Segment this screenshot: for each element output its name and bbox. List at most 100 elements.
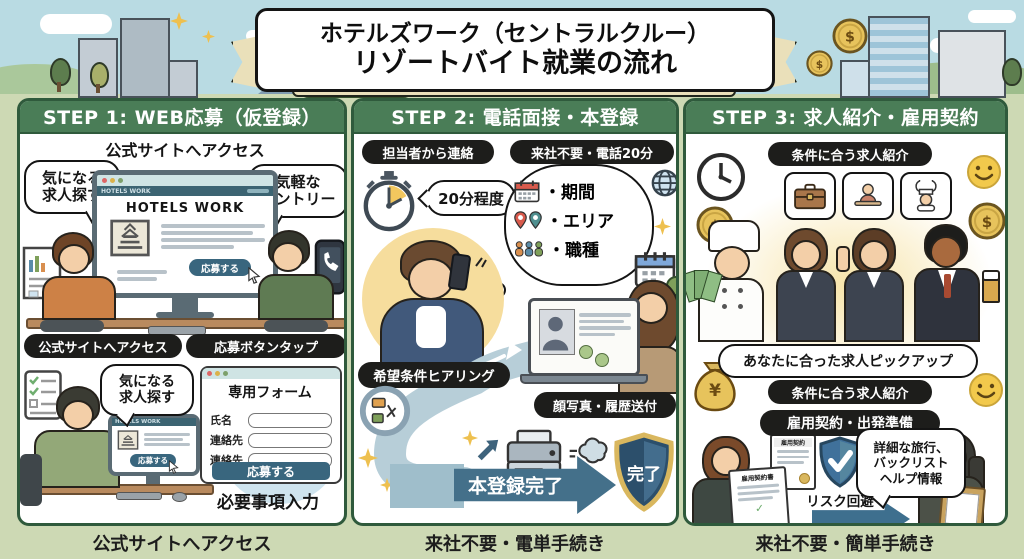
coat-button: [722, 304, 727, 309]
bag-symbol: ¥: [709, 381, 721, 401]
form-field-name: 氏名: [210, 414, 232, 427]
contract-paper: 雇用契約書 ✓: [727, 466, 791, 523]
monitor-base: [156, 312, 214, 318]
sparkle-icon: [358, 448, 378, 468]
step1-header: STEP 1: WEB応募（仮登録）: [20, 101, 344, 134]
entry-form-window: 専用フォーム 氏名 連絡先 連絡先 応募する: [200, 366, 342, 484]
pointing-hand: [836, 246, 850, 272]
cloud: [968, 10, 1016, 23]
seal-dot: [799, 473, 810, 484]
building: [168, 60, 198, 98]
arrow-label: 本登録完了: [468, 475, 564, 498]
checklist-icon: [24, 370, 62, 420]
hill: [0, 64, 90, 94]
desktop-monitor: HOTELS WORK HOTELS WORK 応募する: [92, 170, 278, 298]
step2-footer: 来社不要・電単手続き: [425, 534, 605, 555]
complete-shield: 完了: [612, 432, 676, 514]
laptop-screen: [528, 298, 640, 376]
browser-navbar: HOTELS WORK: [97, 186, 273, 196]
site-heading: HOTELS WORK: [125, 201, 245, 216]
coat-button: [738, 304, 743, 309]
title-banner: ホテルズワーク（セントラルクルー） リゾートバイト就業の流れ: [255, 8, 775, 92]
contract-card-title: 雇用契約: [774, 438, 812, 447]
chef-icon: [915, 180, 937, 212]
step3-footer: 来社不要・簡単手続き: [755, 534, 936, 555]
step1-panel: STEP 1: WEB応募（仮登録） 公式サイトへアクセス 気になる 求人探す …: [17, 98, 347, 526]
castle-photo-icon: [109, 219, 151, 257]
globe-icon: [650, 168, 676, 198]
keyboard: [148, 326, 206, 335]
job-bubble-cook: [900, 172, 952, 220]
building: [938, 30, 1006, 98]
laptop-base: [520, 374, 648, 384]
map-pin-icons: [514, 210, 542, 229]
pill-job-intro: 条件に合う求人紹介: [768, 142, 932, 166]
mouse: [172, 492, 187, 502]
step2-panel: STEP 2: 電話面接・本登録 担当者から連絡 来社不要・電話20分 20分程…: [351, 98, 679, 526]
keyboard2: [116, 492, 162, 500]
dollar-coin-icon: $: [806, 50, 833, 77]
mini-apply-button[interactable]: 応募する: [130, 454, 176, 467]
diagram-circle-icon: [358, 384, 412, 438]
building-small: [840, 60, 870, 98]
coat-button: [722, 288, 727, 293]
sparkle-icon: [380, 478, 394, 492]
pill-pickup: あなたに合った求人ピックアップ: [718, 344, 978, 378]
step2-header: STEP 2: 電話面接・本登録: [354, 101, 676, 134]
form-input-name[interactable]: [248, 412, 332, 428]
calendar-blue-icon: [634, 250, 676, 288]
step3-panel: STEP 3: 求人紹介・雇用契約 条件に合う求人紹介 $ $: [683, 98, 1008, 526]
svg-text:$: $: [845, 30, 855, 46]
pill-photo-resume: 顔写真・履歴送付: [534, 392, 676, 418]
people-group-icon: [514, 240, 544, 257]
tree-trunk: [96, 84, 100, 93]
step1-footer: 公式サイトへアクセス: [92, 534, 272, 555]
step1-caption-top: 公式サイトへアクセス: [105, 141, 265, 160]
think-item-jobtype: ・職種: [548, 241, 599, 261]
bubble-info: 詳細な旅行、 バックリスト ヘルプ情報: [856, 428, 966, 498]
form-title: 専用フォーム: [228, 385, 312, 401]
mini-navbar: HOTELS WORK: [112, 418, 196, 426]
mini-monitor: HOTELS WORK 応募する: [108, 414, 200, 476]
form-apply-button[interactable]: 応募する: [212, 462, 330, 480]
pill-phone-20min: 来社不要・電話20分: [510, 140, 674, 164]
form-top-bar: [202, 368, 340, 379]
job-bubble-service: [842, 172, 894, 220]
site-text-lines: [117, 267, 167, 284]
cursor-pointer-icon: [247, 267, 261, 284]
title-line2: リゾートバイト就業の流れ: [353, 47, 677, 79]
svg-text:$: $: [816, 58, 823, 71]
form-input-contact1[interactable]: [248, 432, 332, 448]
caption-form-input: 必要事項入力: [217, 493, 319, 513]
pill-site-access: 公式サイトへアクセス: [24, 334, 182, 358]
think-item-area: ・エリア: [546, 212, 614, 232]
tie: [944, 274, 951, 298]
shield-label: 完了: [627, 465, 661, 485]
speech-lines: [474, 252, 490, 268]
monitor-stand: [172, 298, 198, 312]
svg-text:$: $: [982, 213, 992, 231]
tree-trunk: [57, 82, 61, 92]
bubble-20min: 20分程度: [426, 180, 516, 216]
contract-paper-title: 雇用契約書: [741, 472, 775, 484]
stopwatch-icon: [360, 170, 418, 232]
smiley-icon: [966, 154, 1002, 190]
step3-header: STEP 3: 求人紹介・雇用契約: [686, 101, 1005, 134]
apply-button[interactable]: 応募する: [189, 259, 251, 276]
drink-foam: [982, 270, 1000, 281]
stamp-dot: [579, 345, 593, 359]
sparkle-icon: [202, 30, 215, 43]
tshirt: [416, 306, 446, 348]
building: [120, 18, 170, 98]
browser-logo: HOTELS WORK: [101, 187, 151, 195]
dollar-coin-icon: $: [968, 202, 1005, 240]
sparkle-icon: [654, 218, 671, 235]
pill-apply-tap: 応募ボタンタップ: [186, 334, 344, 358]
puff-cloud-icon: [566, 434, 610, 464]
mini-monitor-stand: [146, 476, 160, 484]
dollar-coin-icon: $: [832, 18, 868, 54]
mini-lines: [144, 431, 190, 448]
bubble-find-jobs2: 気になる 求人探す: [100, 364, 194, 416]
site-text-lines: [161, 221, 265, 252]
